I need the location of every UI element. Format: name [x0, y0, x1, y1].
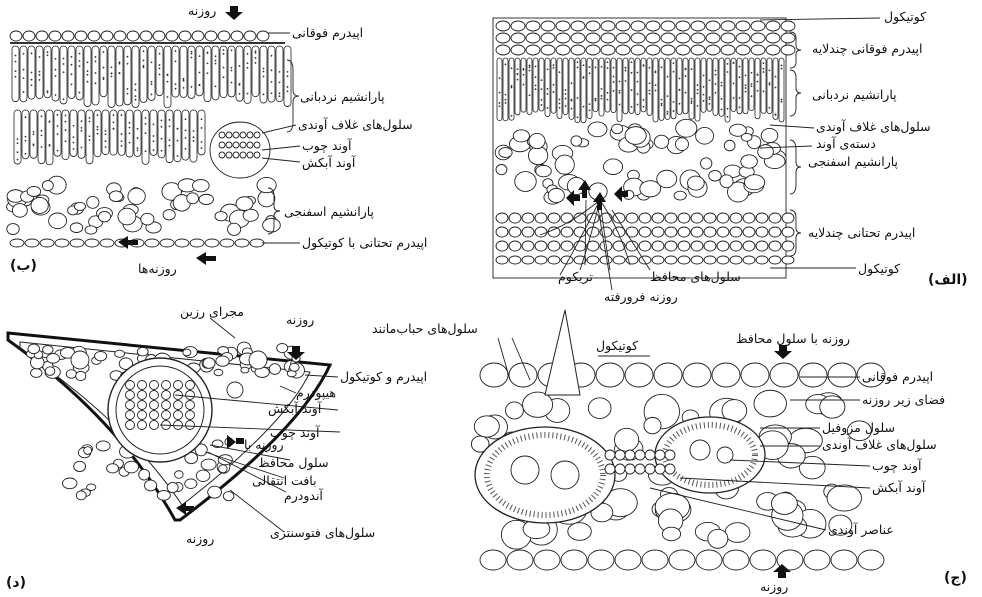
label-j-cuticle: کوتیکول [596, 339, 638, 353]
label-j-xylem: آوند چوب [872, 459, 921, 473]
label-b-xylem: آوند چوب [302, 139, 351, 153]
label-j-upper-epidermis: اپیدرم فوقانی [862, 370, 933, 384]
label-d-stoma-with: روزنه با [244, 438, 284, 452]
label-b-phloem: آوند آبکش [302, 156, 355, 170]
label-j-phloem: آوند آبکش [872, 481, 925, 495]
label-b-sheath: سلول‌های غلاف آوندی [298, 118, 413, 132]
label-d-phloem: آوند آبکش [268, 402, 321, 416]
label-d-stoma-bottom: روزنه [186, 532, 214, 546]
label-alef-lower-epidermis: اپیدرم تحتانی چندلایه [808, 226, 915, 240]
label-alef-cuticle-top: کوتیکول [884, 10, 926, 24]
label-alef-palisade: پارانشیم نردبانی [812, 88, 897, 102]
panel-b-letter: (ب) [10, 258, 37, 274]
label-d-photosynthetic: سلول‌های فتوسنتزی [270, 526, 375, 540]
label-b-stoma-top: روزنه [188, 4, 216, 18]
label-d-stoma-top: روزنه [286, 313, 314, 327]
label-d-resin-duct: مجرای رزین [180, 305, 244, 319]
label-d-endodermis: آندودرم [284, 489, 323, 503]
label-alef-spongy: پارانشیم اسفنجی [808, 155, 898, 169]
label-alef-trichome: تریکوم [558, 270, 593, 284]
label-d-epidermis-cuticle: اپیدرم و کوتیکول [340, 370, 427, 384]
panel-d-letter: (د) [6, 575, 26, 591]
panel-alef-letter: (الف) [928, 272, 968, 288]
label-j-bubble-cells: سلول‌های حباب‌مانند [372, 322, 478, 336]
label-j-vascular-elements: عناصر آوندی [828, 523, 894, 537]
label-b-lower-epidermis: اپیدرم تحتانی با کوتیکول [302, 236, 427, 250]
label-j-substomatal: فضای زیر روزنه [862, 393, 945, 407]
label-d-transfusion: بافت انتقالی [252, 474, 317, 488]
label-b-upper-epidermis: اپیدرم فوقانی [292, 26, 363, 40]
label-j-stoma-bottom: روزنه [760, 580, 788, 594]
label-b-spongy: پارانشیم اسفنجی [284, 205, 374, 219]
label-d-guard-cell: سلول محافظ [258, 456, 329, 470]
label-alef-sheath: سلول‌های غلاف آوندی [816, 120, 931, 134]
label-alef-sunken-stoma: روزنه فرورفته [604, 290, 678, 304]
label-j-stoma-guard: روزنه با سلول محافظ [736, 332, 850, 346]
label-d-hypodermis: هیپودرم [296, 386, 336, 400]
label-alef-guard-cells: سلول‌های محافظ [650, 270, 741, 284]
panel-b-drawing [7, 6, 300, 265]
label-j-sheath: سلول‌های غلاف آوندی [822, 438, 937, 452]
label-j-mesophyll: سلول مزوفیل [822, 421, 895, 435]
label-alef-cuticle-bottom: کوتیکول [858, 262, 900, 276]
label-alef-upper-epidermis: اپیدرم فوقانی چندلایه [812, 42, 923, 56]
arrow-stoma-b-top [225, 6, 243, 20]
label-b-stomata: روزنه‌ها [138, 262, 177, 276]
arrow-stoma-b-right [196, 252, 216, 265]
panel-j-letter: (ج) [944, 570, 967, 586]
label-b-palisade: پارانشیم نردبانی [300, 90, 385, 104]
label-alef-bundle: دسته‌ی آوند [816, 137, 876, 151]
